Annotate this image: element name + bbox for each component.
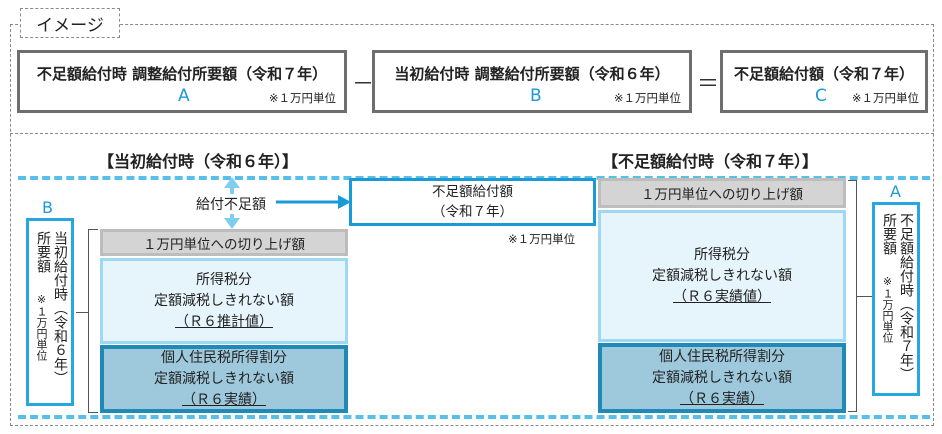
left-bracket-line: [88, 229, 89, 413]
right-bracket-top: [848, 180, 857, 181]
side-right-letter: A: [890, 182, 901, 201]
term-c-unit: ※１万円単位: [851, 91, 919, 105]
right-resident-tax-bar: 個人住民税所得割分 定額減税しきれない額 （Ｒ６実績）: [598, 343, 846, 413]
formula-term-b: 当初給付時 調整給付所要額（令和６年） B ※１万円単位: [372, 50, 692, 113]
term-b-letter: B: [530, 86, 542, 106]
term-b-unit: ※１万円単位: [613, 91, 681, 105]
left-resident-line1: 個人住民税所得割分: [161, 349, 287, 366]
right-income-line3: （Ｒ６実績値）: [673, 288, 771, 305]
bottom-cyan-dashed-line: [18, 415, 930, 419]
term-c-title: 不足額給付額（令和７年）: [733, 65, 914, 83]
right-bracket-bottom: [848, 411, 857, 412]
term-c-letter: C: [815, 86, 827, 106]
left-income-line1: 所得税分: [196, 271, 252, 288]
outer-frame: [10, 24, 934, 426]
right-section-title: 【不足額給付時（令和７年）】: [602, 152, 819, 171]
side-right-col1: 不足額給付時（令和７年）: [898, 213, 914, 381]
side-left-box: 当初給付時（令和６年） 所要額 ※１万円単位: [26, 218, 74, 406]
right-resident-line2: 定額減税しきれない額: [652, 369, 792, 386]
section-divider: [10, 133, 934, 134]
term-a-letter: A: [178, 86, 190, 106]
equals-sign: ＝: [697, 72, 720, 97]
minus-sign: －: [352, 72, 375, 97]
image-label: イメージ: [20, 8, 120, 38]
right-bracket-tick: [856, 296, 872, 297]
left-resident-line2: 定額減税しきれない額: [154, 370, 294, 387]
shortage-arrow-label: 給付不足額: [196, 194, 266, 214]
right-resident-line1: 個人住民税所得割分: [659, 348, 785, 365]
side-right-col2: 所要額: [881, 213, 897, 255]
left-income-line2: 定額減税しきれない額: [154, 292, 294, 309]
right-income-line2: 定額減税しきれない額: [652, 267, 792, 284]
side-left-col3: ※１万円単位: [35, 293, 48, 361]
arrow-right-icon: [276, 195, 351, 209]
right-roundup-bar: １万円単位への切り上げ額: [598, 178, 846, 208]
side-left-letter: B: [42, 198, 53, 217]
right-income-tax-bar: 所得税分 定額減税しきれない額 （Ｒ６実績値）: [598, 210, 846, 342]
shortage-box: 不足額給付額 （令和７年）: [349, 178, 596, 226]
side-right-box: 不足額給付時（令和７年） 所要額 ※１万円単位: [872, 202, 920, 396]
left-section-title: 【当初給付時（令和６年）】: [98, 152, 299, 171]
formula-term-a: 不足額給付時 調整給付所要額（令和７年） A ※１万円単位: [17, 50, 347, 113]
term-a-unit: ※１万円単位: [268, 91, 336, 105]
left-bracket-bottom: [88, 412, 98, 413]
right-income-line1: 所得税分: [694, 246, 750, 263]
shortage-line2: （令和７年）: [432, 204, 513, 220]
left-resident-line3: （Ｒ６実績）: [182, 391, 266, 408]
shortage-unit: ※１万円単位: [508, 232, 576, 246]
left-income-tax-bar: 所得税分 定額減税しきれない額 （Ｒ６推計値）: [100, 258, 348, 344]
term-a-title: 不足額給付時 調整給付所要額（令和７年）: [36, 65, 328, 83]
shortage-line1: 不足額給付額: [432, 184, 513, 200]
right-resident-line3: （Ｒ６実績）: [680, 390, 764, 407]
left-resident-tax-bar: 個人住民税所得割分 定額減税しきれない額 （Ｒ６実績）: [100, 345, 348, 413]
left-income-line3: （Ｒ６推計値）: [175, 313, 273, 330]
side-right-col3: ※１万円単位: [881, 275, 894, 343]
left-roundup-bar: １万円単位への切り上げ額: [100, 229, 348, 256]
formula-term-c: 不足額給付額（令和７年） C ※１万円単位: [720, 50, 928, 113]
side-left-col1: 当初給付時（令和６年）: [52, 231, 68, 385]
left-bracket-top: [88, 229, 98, 230]
side-left-col2: 所要額: [35, 231, 51, 273]
term-b-title: 当初給付時 調整給付所要額（令和６年）: [394, 65, 670, 83]
left-bracket-tick: [76, 312, 88, 313]
